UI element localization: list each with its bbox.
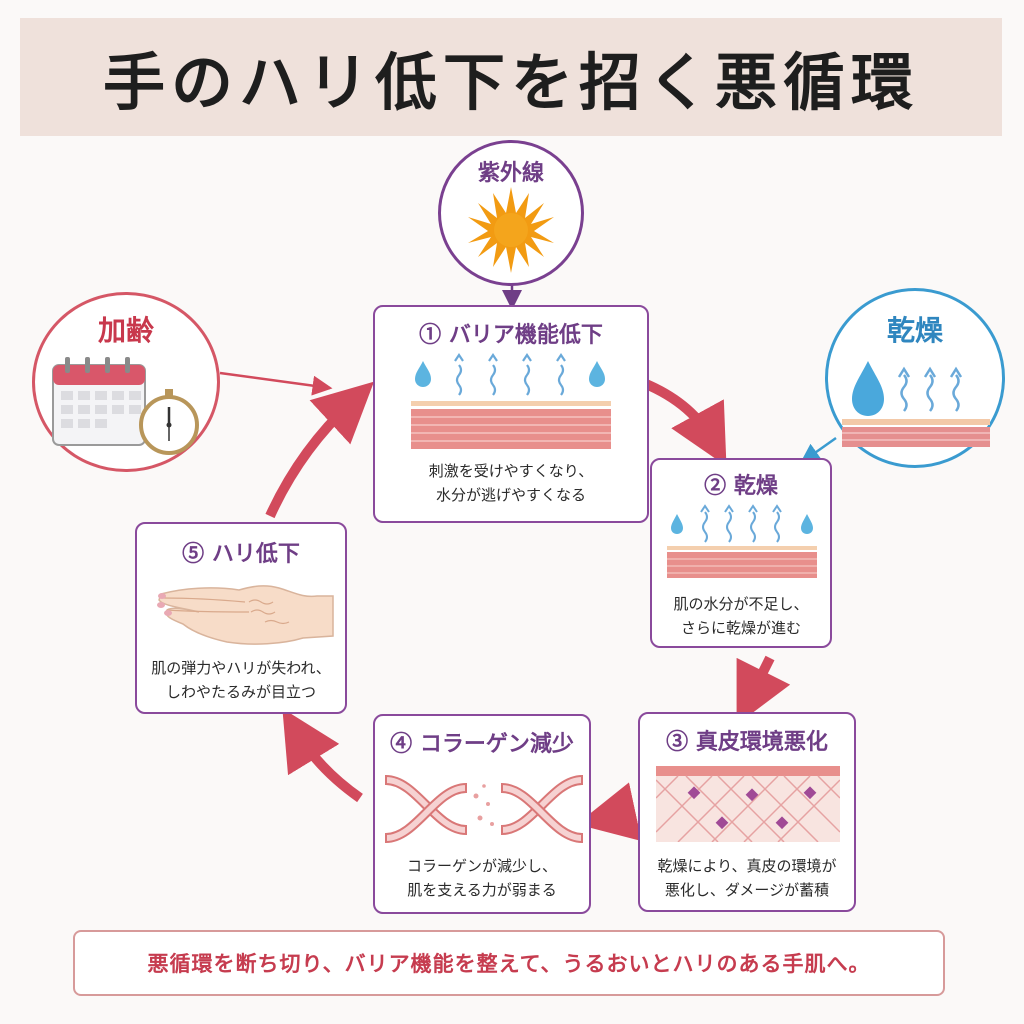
dermis-icon: [656, 766, 840, 842]
footer-message: 悪循環を断ち切り、バリア機能を整えて、うるおいとハリのある手肌へ。: [147, 951, 871, 976]
step-5-line-2: しわやたるみが目立つ: [165, 683, 316, 701]
step-2-number: ②: [704, 473, 727, 499]
step-5-number: ⑤: [182, 541, 205, 567]
step-2-line-2: さらに乾燥が進む: [680, 619, 801, 637]
step-1-line-1: 刺激を受けやすくなり、: [428, 462, 594, 480]
arrow-2-to-3: [736, 655, 791, 725]
dry-skin-icon: [667, 504, 817, 578]
step-2-description: 肌の水分が不足し、 さらに乾燥が進む: [652, 592, 830, 640]
step-1-number: ①: [419, 322, 442, 348]
step-4-line-2: 肌を支える力が弱まる: [407, 881, 557, 899]
step-4-number: ④: [390, 731, 413, 757]
step-5-description: 肌の弾力やハリが失われ、 しわやたるみが目立つ: [137, 656, 345, 704]
arrow-4-to-5: [282, 708, 363, 803]
aging-connector: [219, 371, 333, 396]
dryness-label: 乾燥: [886, 314, 943, 347]
step-3-line-1: 乾燥により、真皮の環境が: [657, 857, 837, 875]
step-1-box: ① バリア機能低下 刺激を受けやすくなり、 水分が逃げやすくなる: [373, 305, 649, 523]
step-5-box: ⑤ ハリ低下 肌の弾力やハリが失われ、 しわやたるみが目立つ: [135, 522, 347, 714]
step-3-line-2: 悪化し、ダメージが蓄積: [664, 881, 830, 899]
step-1-description: 刺激を受けやすくなり、 水分が逃げやすくなる: [375, 459, 647, 507]
step-1-line-2: 水分が逃げやすくなる: [435, 486, 586, 504]
water-drop-icon: [842, 361, 990, 447]
step-4-title-text: コラーゲン減少: [419, 731, 574, 757]
step-5-line-1: 肌の弾力やハリが失われ、: [151, 659, 331, 677]
step-4-title: ④ コラーゲン減少: [375, 726, 589, 758]
step-4-box: ④ コラーゲン減少 コラーゲンが減少し、 肌を支える力が弱まる: [373, 714, 591, 914]
step-3-description: 乾燥により、真皮の環境が 悪化し、ダメージが蓄積: [640, 854, 854, 902]
page-title: 手のハリ低下を招く悪循環: [102, 46, 919, 119]
step-2-box: ② 乾燥 肌の水分が不足し、 さらに乾燥が進む: [650, 458, 832, 648]
sun-icon: [468, 187, 554, 273]
uv-factor: 紫外線: [438, 140, 584, 286]
step-5-title-text: ハリ低下: [211, 541, 300, 567]
step-2-title: ② 乾燥: [652, 468, 830, 500]
title-bar: 手のハリ低下を招く悪循環: [20, 18, 1002, 136]
collagen-fiber-icon: [385, 774, 583, 844]
step-4-line-1: コラーゲンが減少し、: [406, 857, 557, 875]
calendar-clock-icon: [52, 357, 199, 455]
arrow-3-to-4: [576, 782, 642, 842]
step-3-title: ③ 真皮環境悪化: [640, 724, 854, 756]
step-1-title-text: バリア機能低下: [448, 322, 603, 348]
step-3-title-text: 真皮環境悪化: [695, 729, 828, 755]
step-3-number: ③: [666, 729, 689, 755]
aging-factor: 加齢: [32, 292, 220, 472]
step-2-line-1: 肌の水分が不足し、: [673, 595, 809, 613]
skin-barrier-icon: [411, 353, 611, 449]
step-4-description: コラーゲンが減少し、 肌を支える力が弱まる: [375, 854, 589, 902]
uv-label: 紫外線: [477, 160, 544, 186]
step-1-title: ① バリア機能低下: [375, 317, 647, 349]
hand-icon: [157, 585, 334, 645]
step-5-title: ⑤ ハリ低下: [137, 536, 345, 568]
step-2-title-text: 乾燥: [733, 473, 778, 499]
step-3-box: ③ 真皮環境悪化 乾燥により、真皮の環境が 悪化し、ダメージが蓄積: [638, 712, 856, 912]
footer-message-box: 悪循環を断ち切り、バリア機能を整えて、うるおいとハリのある手肌へ。: [73, 930, 945, 996]
arrow-5-to-1: [265, 381, 375, 519]
aging-label: 加齢: [97, 314, 154, 347]
dryness-factor: 乾燥: [825, 288, 1005, 468]
